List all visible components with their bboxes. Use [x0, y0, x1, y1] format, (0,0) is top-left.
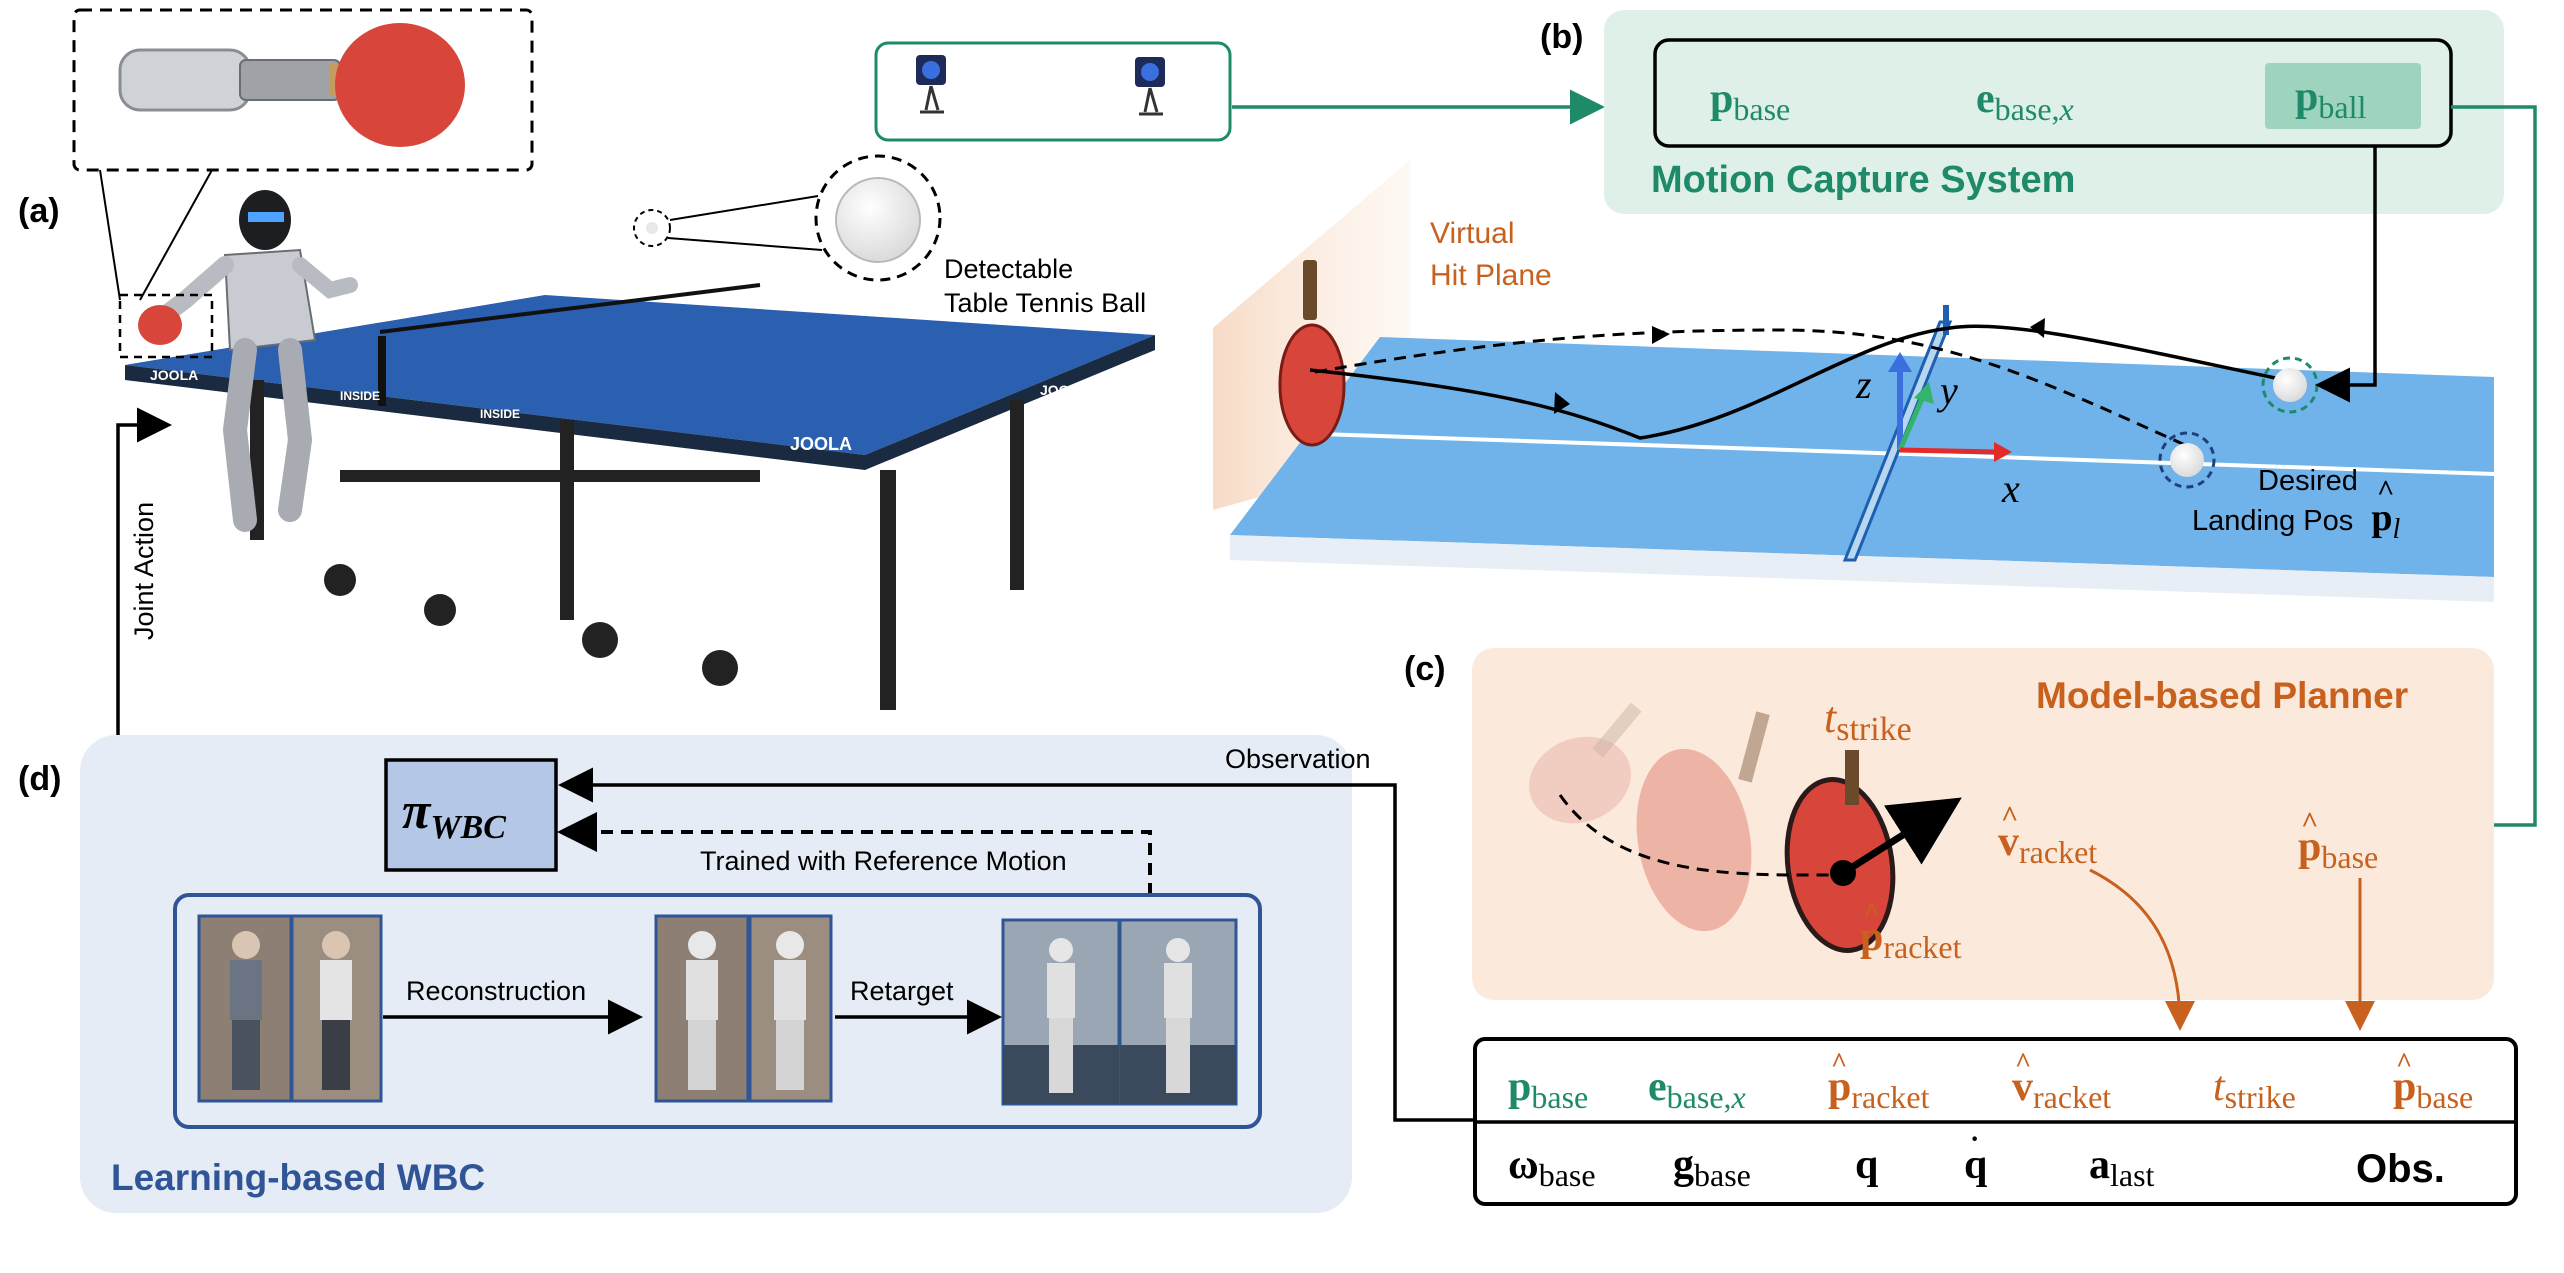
p-base-planner-hat: ^: [2301, 806, 2318, 839]
hat-accent: ^: [1831, 1048, 1847, 1079]
mocap-system-title: Motion Capture System: [1651, 159, 2075, 201]
panel-b: (b) pbase ebase,x pball Motion Capture S…: [874, 10, 2537, 843]
human-video-frames: [197, 914, 383, 1103]
table-side-text-1: INSIDE: [340, 389, 380, 403]
panel-c: (c) Model-based Planner tstrike pracket …: [1404, 648, 2494, 1031]
p-ball-highlight: [2265, 63, 2421, 129]
panel-label-c: (c): [1404, 650, 1446, 688]
policy-label: πWBC: [402, 783, 506, 846]
reference-motion-box: [173, 893, 1262, 1129]
current-ball: [2273, 368, 2307, 402]
dot-accent: ·: [1970, 1124, 1979, 1155]
net-post-top: [1943, 305, 1949, 335]
robot-simulation-frames: [1001, 918, 1238, 1106]
wbc-title: Learning-based WBC: [111, 1157, 485, 1198]
mocap-camera-icon-left: [916, 55, 946, 114]
v-racket-to-obs-arrow: [2089, 868, 2195, 1031]
obs-term: q: [1964, 1142, 1987, 1188]
reconstructed-human-frames: [654, 914, 833, 1103]
table-3d-centerline: [1319, 432, 2495, 476]
obs-term: ωbase: [1508, 1142, 1596, 1193]
obs-term: tstrike: [2213, 1064, 2296, 1115]
desired-landing-label-2: Landing Pos pl: [2192, 497, 2400, 545]
ball-label-line2: Table Tennis Ball: [944, 288, 1146, 318]
trained-reference-arrow: [557, 812, 1152, 895]
panel-d: (d) πWBC Observation Trained with Refere…: [18, 735, 1475, 1213]
desired-landing-ball: [2170, 443, 2204, 477]
reconstruction-label: Reconstruction: [406, 976, 586, 1006]
retarget-label: Retarget: [850, 976, 954, 1006]
axis-x-label: x: [2001, 466, 2020, 511]
axis-z-label: z: [1855, 362, 1872, 407]
obs-term: ebase,x: [1648, 1064, 1746, 1115]
desired-landing-marker: [2158, 431, 2216, 489]
table-tennis-table-image: JOOLA JOOLA JOOLA INSIDE INSIDE: [125, 283, 1155, 710]
table-3d-top: [1230, 337, 2494, 577]
table-brand-2: JOOLA: [790, 434, 852, 454]
mocap-obs-box: [1653, 38, 2453, 148]
p-base-planner-label: pbase: [2298, 824, 2378, 875]
robot-hand-holding-racket-image: [118, 23, 465, 147]
obs-term: alast: [2089, 1142, 2155, 1193]
table-brand-3: JOOLA: [1040, 382, 1088, 398]
ball-trajectory-planned: [1314, 328, 2186, 447]
mocap-to-ball-arrow: [2315, 146, 2377, 403]
axis-x: [1899, 447, 1999, 455]
mocap-obs-p-base: pbase: [1710, 76, 1790, 127]
hat-accent: ^: [2396, 1048, 2412, 1079]
mocap-system-box: [1604, 10, 2504, 214]
racket-velocity-arrow: [1841, 797, 1962, 876]
t-strike-label: tstrike: [1824, 693, 1912, 748]
panel-label-b: (b): [1540, 18, 1583, 56]
desired-landing-label-1: Desired: [2258, 465, 2358, 497]
racket-at-hit-plane: [1278, 260, 1346, 447]
table-3d-edge: [1230, 535, 2494, 602]
hat-accent: ^: [2015, 1048, 2031, 1079]
racket-highlight-box: [118, 293, 214, 359]
trained-label: Trained with Reference Motion: [700, 846, 1067, 876]
table-brand-1: JOOLA: [150, 367, 198, 383]
obs-label: Obs.: [2356, 1147, 2445, 1191]
planner-title: Model-based Planner: [2036, 675, 2408, 716]
panel-a: (a) JOOLA JOOLA: [18, 8, 1155, 812]
observation-arrow: [558, 767, 1475, 1122]
policy-box: [384, 758, 558, 872]
virtual-hit-plane-label-1: Virtual: [1430, 217, 1515, 250]
mocap-obs-e-base-x: ebase,x: [1976, 76, 2074, 127]
panel-label-a: (a): [18, 192, 60, 230]
obs-term: vracket: [2012, 1064, 2111, 1115]
panel-label-d: (d): [18, 760, 61, 798]
obs-term: q: [1855, 1142, 1878, 1188]
mocap-obs-p-ball: pball: [2295, 74, 2366, 125]
v-racket-hat: ^: [2001, 800, 2018, 833]
mocap-to-planner-arrow: [2448, 105, 2537, 843]
humanoid-robot-image: [156, 190, 358, 532]
mocap-camera-icon-right: [1135, 57, 1165, 116]
ball-trajectory-incoming: [1309, 324, 2286, 440]
obs-term: pbase: [1508, 1064, 1588, 1115]
desired-hat: ^: [2377, 474, 2394, 507]
v-racket-label: vracket: [1998, 819, 2097, 870]
obs-term: pracket: [1828, 1064, 1930, 1115]
axis-y-label: y: [1936, 368, 1958, 413]
p-racket-label: pracket: [1860, 914, 1962, 965]
virtual-hit-plane-label-2: Hit Plane: [1430, 259, 1552, 292]
axis-y: [1897, 391, 1928, 451]
robot-racket-icon: [138, 305, 182, 345]
ball-label-line1: Detectable: [944, 254, 1073, 284]
obs-term: pbase: [2393, 1064, 2473, 1115]
table-side-text-2: INSIDE: [480, 407, 520, 421]
joint-action-label: Joint Action: [129, 502, 159, 640]
ball-zoom-image: [835, 177, 921, 263]
p-racket-hat: ^: [1863, 896, 1880, 929]
racket-swing-path: [1558, 794, 1841, 877]
observation-label: Observation: [1225, 744, 1371, 774]
obs-term: gbase: [1673, 1142, 1751, 1193]
racket-sequence-image: [1529, 702, 1896, 953]
